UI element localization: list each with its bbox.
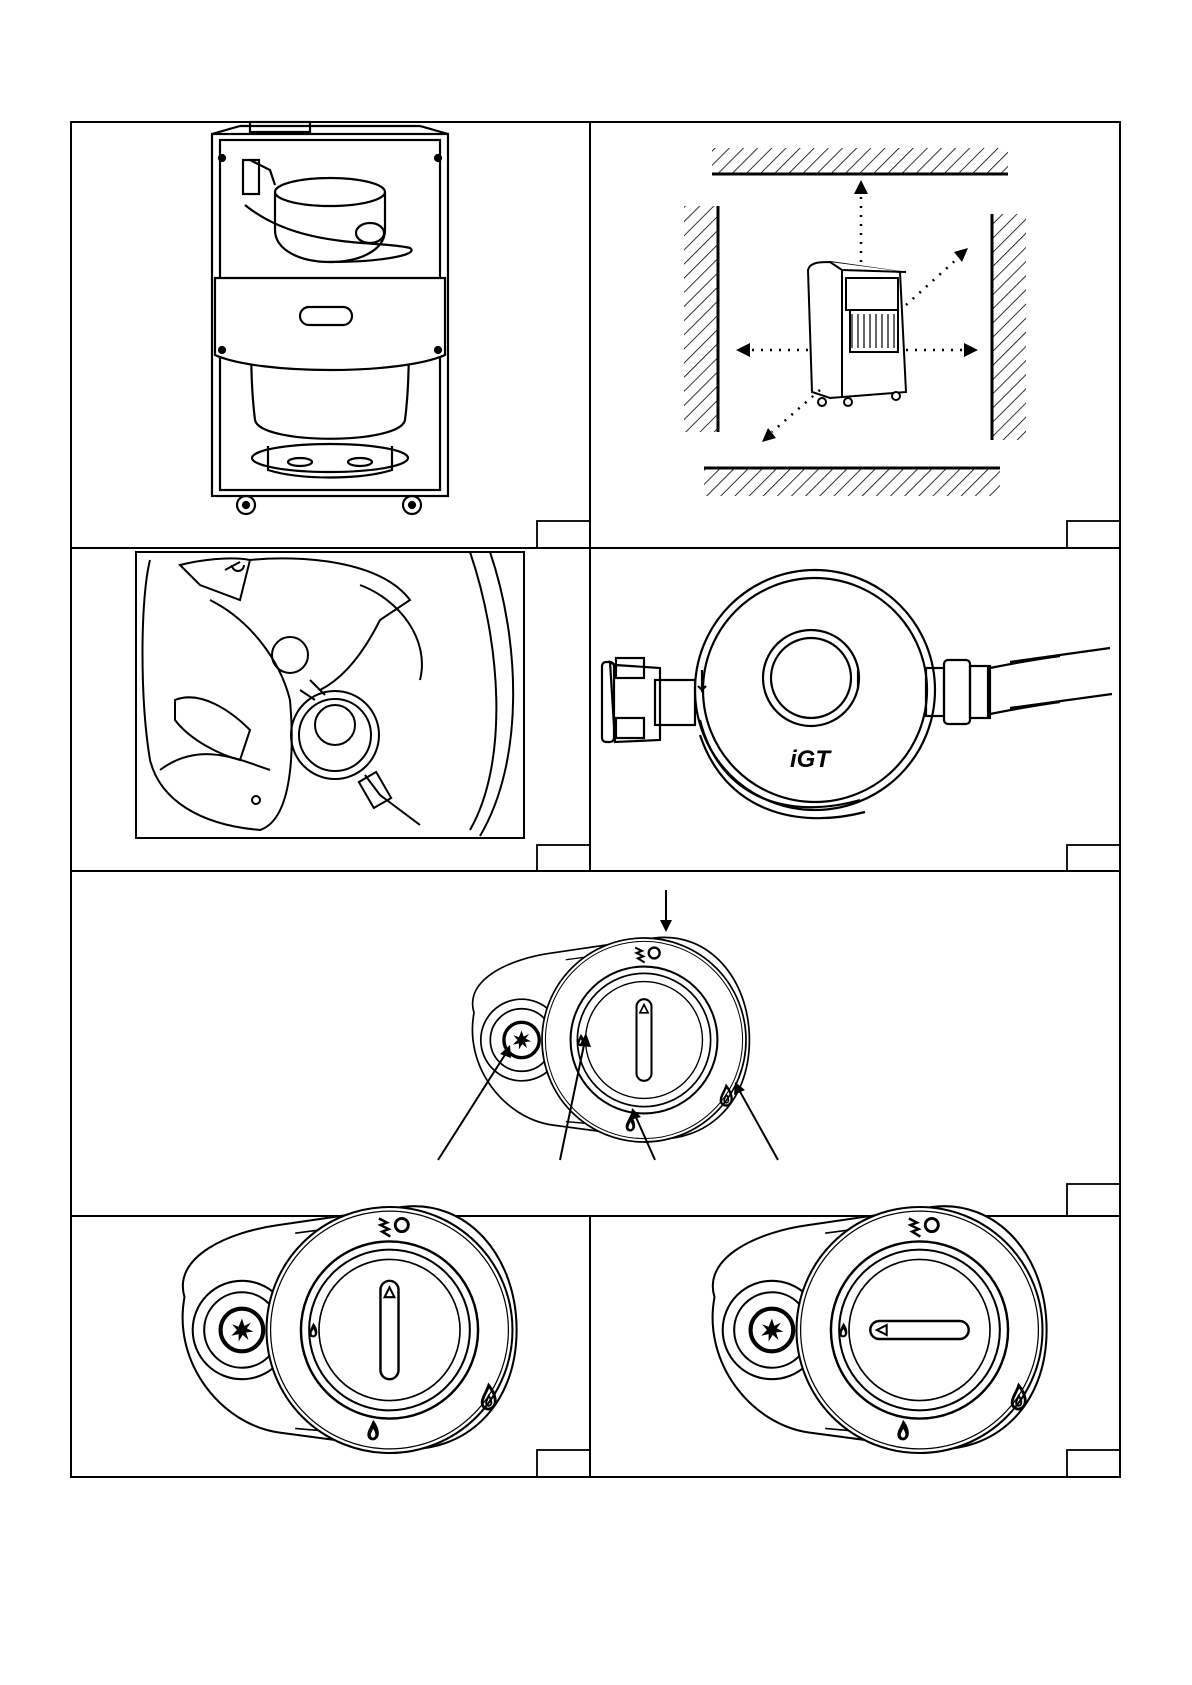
fig-number-box-7 [1067, 1450, 1120, 1477]
fig-control-knob-callouts-pointer [637, 999, 652, 1081]
fig-number-box-3 [537, 845, 590, 871]
fig-control-knob-callouts [472, 937, 749, 1142]
callout-spark-line [438, 1050, 508, 1160]
fig-number-box-4 [1067, 845, 1120, 871]
callout-large-flame-line [738, 1088, 778, 1160]
fig-clearance-room [684, 148, 1026, 496]
fig-number-box-5 [1067, 1184, 1120, 1216]
fig-number-box-6 [537, 1450, 590, 1477]
fig-cylinder-in-frame [212, 122, 448, 514]
regulator-brand-mark: iGT [790, 746, 832, 773]
fig-control-knob-horizontal [713, 1206, 1047, 1453]
fig-regulator-closeup [602, 570, 1112, 818]
fig-number-box-1 [537, 521, 590, 548]
fig-regulator-fitting-hands [136, 552, 524, 838]
fig-number-box-2 [1067, 521, 1120, 548]
fig-control-knob-vertical [183, 1206, 517, 1453]
